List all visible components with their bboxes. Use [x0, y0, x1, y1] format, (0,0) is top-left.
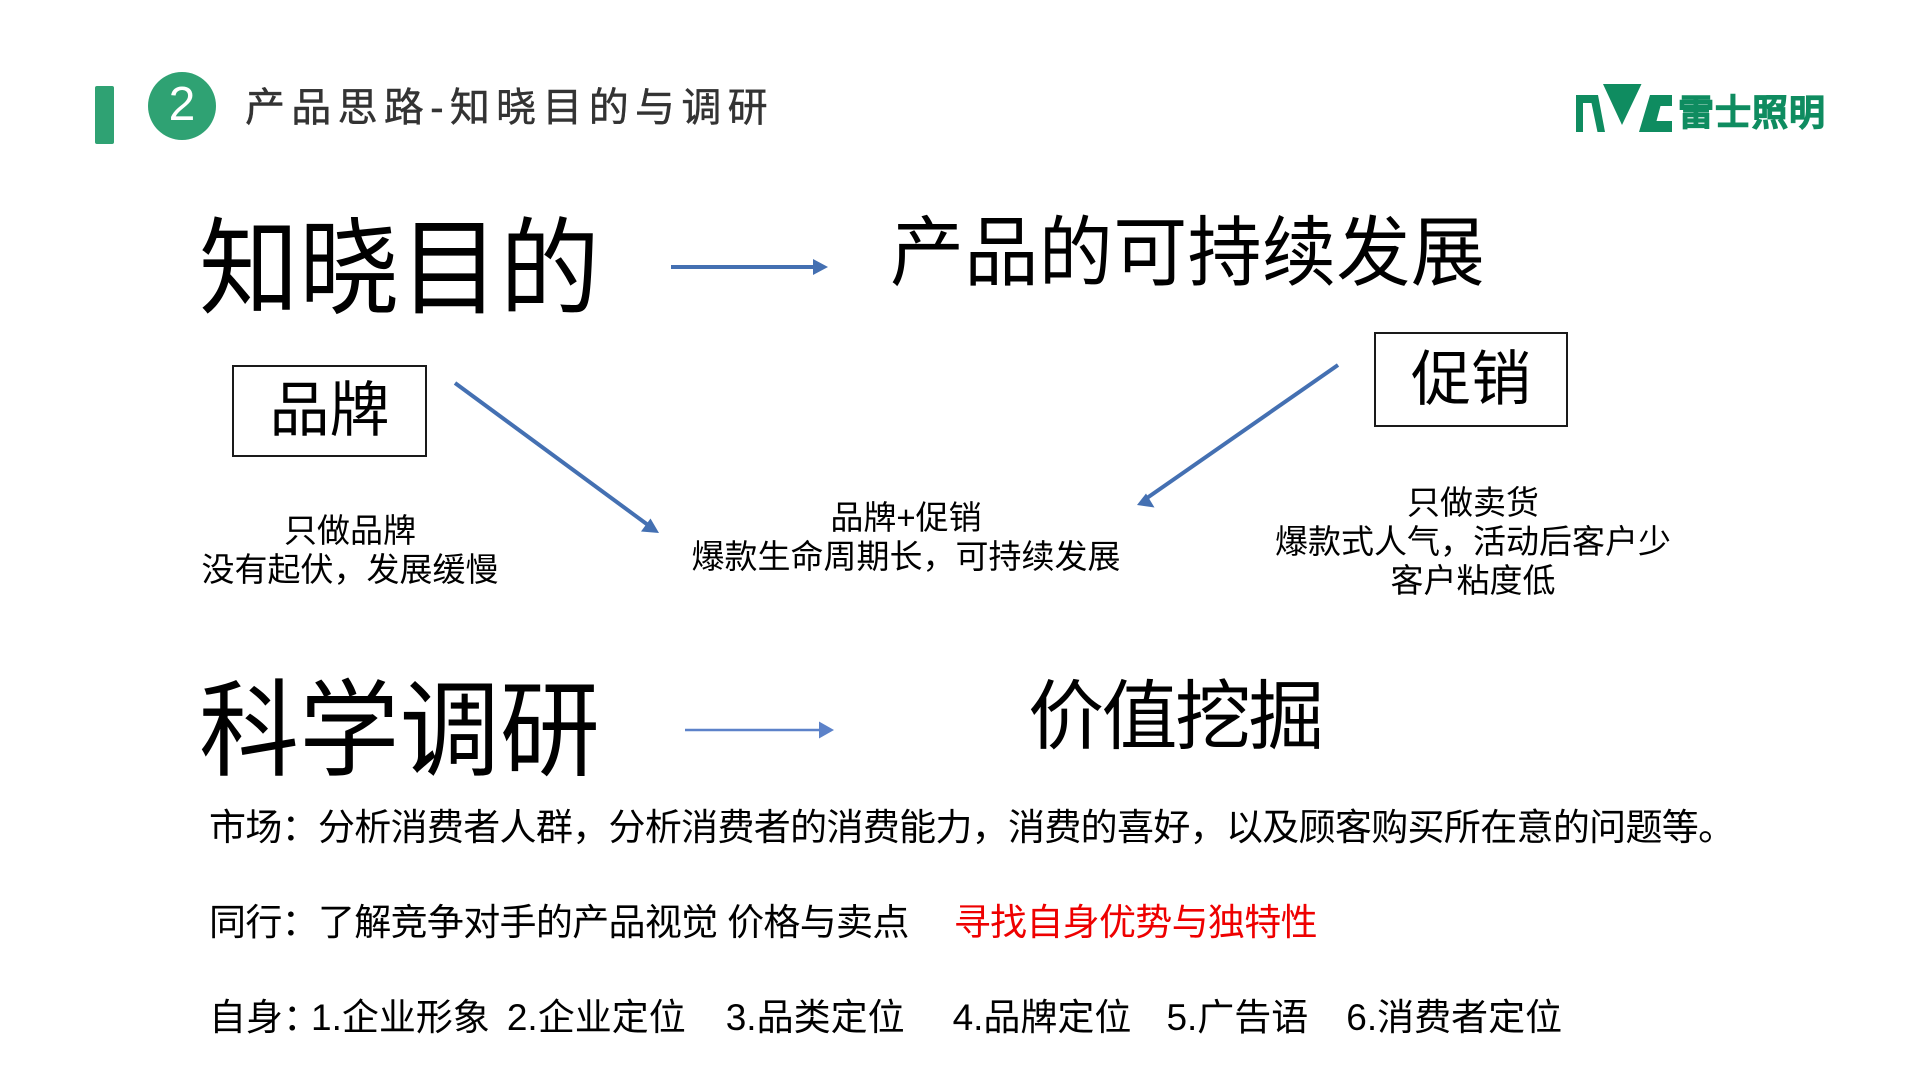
note-brand-line1: 只做品牌 [284, 512, 416, 549]
self-item: 4.品牌定位 [952, 997, 1132, 1038]
self-item: 5.广告语 [1166, 997, 1309, 1038]
promo-box-label: 促销 [1411, 345, 1531, 413]
arrow-brand-to-center-icon [453, 381, 659, 533]
note-promo: 只做卖货 爆款式人气，活动后客户少 客户粘度低 [1223, 483, 1723, 600]
arrow-research-to-result-icon [685, 721, 834, 739]
peers-note: 同行：了解竞争对手的产品视觉 价格与卖点 寻找自身优势与独特性 [209, 901, 1318, 945]
self-item: 3.品类定位 [725, 997, 905, 1038]
research-result: 价值挖掘 [1028, 675, 1325, 760]
nvc-logo-text: 雷士照明 [1677, 92, 1827, 133]
slide-title: 产品思路-知晓目的与调研 [245, 86, 774, 130]
note-promo-line1: 只做卖货 [1407, 484, 1539, 521]
note-both-line2: 爆款生命周期长，可持续发展 [691, 538, 1121, 575]
promo-box: 促销 [1374, 332, 1568, 427]
market-note-text: 市场：分析消费者人群，分析消费者的消费能力，消费的喜好，以及顾客购买所在意的问题… [209, 807, 1735, 848]
section-number-badge: 2 [148, 72, 216, 140]
brand-box: 品牌 [232, 365, 427, 457]
section-number: 2 [168, 78, 196, 131]
self-item: 6.消费者定位 [1346, 997, 1563, 1038]
note-brand: 只做品牌 没有起伏，发展缓慢 [150, 511, 550, 589]
self-note: 自身：1.企业形象 2.企业定位 3.品类定位 4.品牌定位 5.广告语 6.消费者定位 [209, 996, 1562, 1040]
arrow-promo-to-center-icon [1137, 363, 1340, 508]
self-note-label: 自身： [209, 997, 320, 1038]
research-heading: 科学调研 [199, 672, 601, 791]
arrow-purpose-to-result-icon [671, 259, 828, 275]
note-promo-line3: 客户粘度低 [1390, 562, 1556, 599]
brand-box-label: 品牌 [269, 377, 390, 444]
note-both-line1: 品牌+促销 [830, 499, 982, 536]
nvc-logo-mark-icon [1576, 84, 1672, 132]
purpose-heading: 知晓目的 [199, 210, 601, 329]
peers-note-text: 同行：了解竞争对手的产品视觉 价格与卖点 [209, 902, 909, 943]
nvc-logo: 雷士照明 [1576, 84, 1826, 132]
self-item: 2.企业定位 [506, 997, 686, 1038]
note-brand-line2: 没有起伏，发展缓慢 [201, 551, 499, 588]
market-note: 市场：分析消费者人群，分析消费者的消费能力，消费的喜好，以及顾客购买所在意的问题… [209, 806, 1735, 850]
purpose-result: 产品的可持续发展 [890, 209, 1486, 297]
note-both: 品牌+促销 爆款生命周期长，可持续发展 [656, 498, 1156, 576]
self-item: 1.企业形象 [311, 997, 490, 1038]
note-promo-line2: 爆款式人气，活动后客户少 [1275, 523, 1671, 560]
peers-note-highlight: 寻找自身优势与独特性 [953, 902, 1318, 943]
accent-bar [95, 86, 114, 144]
